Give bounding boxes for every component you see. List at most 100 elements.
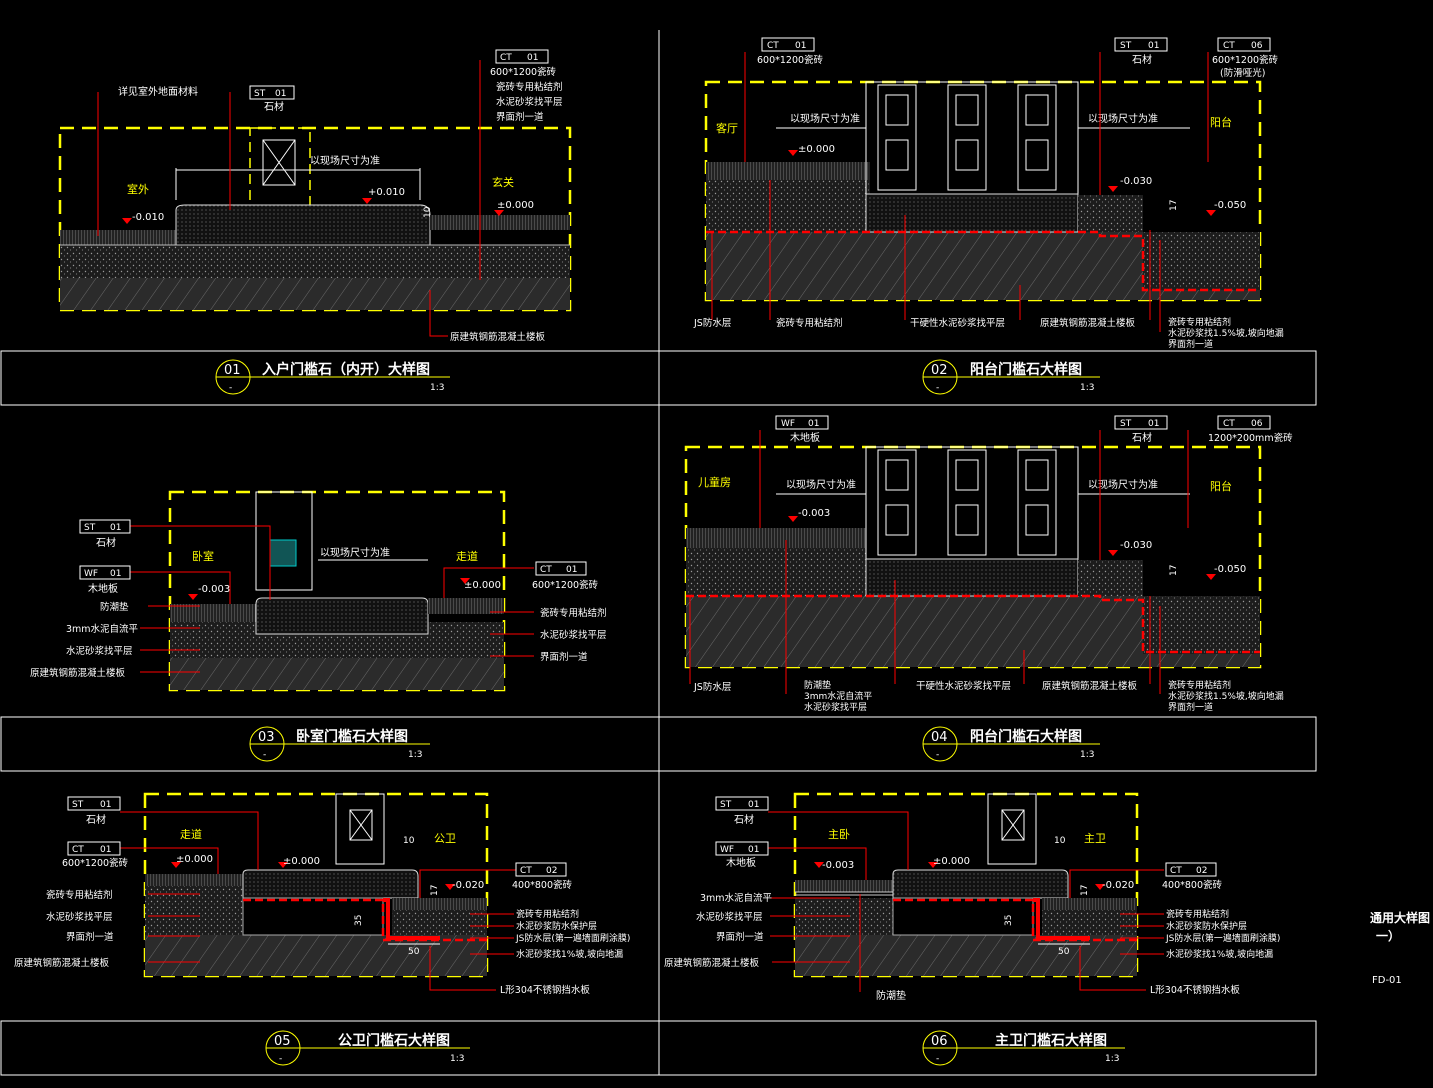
svg-text:01: 01 [110, 569, 121, 579]
detail-03: 以现场尺寸为准 卧室 走道 -0.003 ±0.000 ST 01 石材 WF … [30, 490, 607, 692]
svg-text:ST: ST [1120, 41, 1132, 51]
svg-text:10: 10 [1054, 836, 1066, 846]
svg-text:10: 10 [403, 836, 415, 846]
svg-text:原建筑钢筋混凝土楼板: 原建筑钢筋混凝土楼板 [1042, 680, 1138, 692]
svg-text:L形304不锈钢挡水板: L形304不锈钢挡水板 [1150, 984, 1240, 996]
svg-text:±0.000: ±0.000 [497, 200, 534, 211]
svg-text:原建筑钢筋混凝土楼板: 原建筑钢筋混凝土楼板 [1040, 317, 1136, 329]
svg-text:17: 17 [430, 885, 440, 896]
svg-text:瓷砖专用粘结剂: 瓷砖专用粘结剂 [540, 607, 607, 619]
svg-text:公卫门槛石大样图: 公卫门槛石大样图 [338, 1032, 450, 1049]
svg-text:WF: WF [720, 845, 734, 855]
svg-text:ST: ST [720, 800, 732, 810]
detail-04: 以现场尺寸为准 以现场尺寸为准 17 儿童房 阳台 -0.003 -0.030 … [684, 415, 1293, 713]
svg-text:木地板: 木地板 [88, 582, 118, 595]
svg-text:原建筑钢筋混凝土楼板: 原建筑钢筋混凝土楼板 [450, 331, 546, 343]
detail-05: 10 17 35 50 走道 公卫 ±0.000 ±0.000 -0.020 S… [14, 792, 630, 996]
svg-text:06: 06 [1251, 41, 1263, 51]
svg-text:3mm水泥自流平: 3mm水泥自流平 [700, 892, 773, 904]
svg-text:WF: WF [84, 569, 98, 579]
svg-text:原建筑钢筋混凝土楼板: 原建筑钢筋混凝土楼板 [30, 667, 126, 679]
svg-text:卧室: 卧室 [192, 549, 214, 563]
svg-text:CT: CT [500, 53, 512, 63]
svg-text:阳台门槛石大样图: 阳台门槛石大样图 [970, 728, 1082, 745]
svg-text:01: 01 [224, 363, 241, 378]
svg-text:石材: 石材 [734, 813, 754, 826]
svg-text:以现场尺寸为准: 以现场尺寸为准 [786, 478, 856, 491]
svg-text:01: 01 [100, 845, 111, 855]
svg-text:ST: ST [254, 89, 266, 99]
sheet-title-line2: 一） [1376, 928, 1400, 943]
svg-text:-: - [936, 1054, 939, 1064]
svg-text:01: 01 [110, 523, 121, 533]
svg-text:以现场尺寸为准: 以现场尺寸为准 [790, 112, 860, 125]
svg-text:-0.020: -0.020 [1102, 880, 1134, 891]
svg-text:1:3: 1:3 [408, 750, 422, 760]
svg-text:±0.000: ±0.000 [176, 854, 213, 865]
svg-text:主卧: 主卧 [828, 828, 850, 841]
dim-label: 以现场尺寸为准 [310, 154, 380, 167]
svg-text:瓷砖专用粘结剂: 瓷砖专用粘结剂 [1166, 908, 1229, 920]
svg-text:水泥砂浆找1.5%坡,坡向地漏: 水泥砂浆找1.5%坡,坡向地漏 [1168, 690, 1284, 702]
svg-text:-: - [263, 750, 266, 760]
svg-text:阳台: 阳台 [1210, 479, 1232, 493]
sheet-title-line1: 通用大样图（ [1370, 910, 1433, 925]
title-block-03: 03 - 卧室门槛石大样图 1:3 [249, 726, 430, 762]
svg-text:(防滑哑光): (防滑哑光) [1220, 67, 1265, 79]
svg-text:01: 01 [566, 565, 577, 575]
sheet-code: FD-01 [1372, 975, 1402, 986]
tile-left [60, 230, 180, 245]
svg-text:±0.000: ±0.000 [283, 856, 320, 867]
svg-text:CT: CT [1223, 41, 1235, 51]
svg-text:±0.000: ±0.000 [798, 144, 835, 155]
tile-right [430, 215, 570, 230]
slab [60, 278, 570, 310]
detail-06: 10 17 35 50 主卧 主卫 -0.003 ±0.000 -0.020 S… [664, 792, 1280, 1002]
svg-text:水泥砂浆找平层: 水泥砂浆找平层 [540, 629, 607, 641]
svg-text:界面剂一道: 界面剂一道 [1168, 338, 1213, 350]
svg-text:水泥砂浆找平层: 水泥砂浆找平层 [46, 911, 113, 923]
svg-text:600*1200瓷砖: 600*1200瓷砖 [757, 54, 824, 66]
svg-text:CT: CT [520, 866, 532, 876]
svg-text:04: 04 [931, 730, 948, 745]
svg-text:-: - [936, 750, 939, 760]
mortar-layer [60, 245, 570, 278]
svg-text:01: 01 [100, 800, 111, 810]
svg-text:卧室门槛石大样图: 卧室门槛石大样图 [296, 728, 408, 745]
svg-text:ST: ST [1120, 419, 1132, 429]
svg-text:400*800瓷砖: 400*800瓷砖 [1162, 879, 1223, 891]
svg-text:水泥砂浆找平层: 水泥砂浆找平层 [804, 701, 867, 713]
svg-text:1:3: 1:3 [450, 1054, 464, 1064]
svg-text:木地板: 木地板 [726, 856, 756, 869]
svg-text:界面剂一道: 界面剂一道 [1168, 701, 1213, 713]
svg-text:-0.003: -0.003 [822, 860, 854, 871]
svg-text:01: 01 [1148, 41, 1159, 51]
svg-text:阳台: 阳台 [1210, 115, 1232, 129]
svg-text:L形304不锈钢挡水板: L形304不锈钢挡水板 [500, 984, 590, 996]
detail-02: 以现场尺寸为准 以现场尺寸为准 17 客厅 阳台 ±0.000 -0.030 -… [693, 37, 1284, 350]
svg-text:-0.030: -0.030 [1120, 540, 1152, 551]
svg-text:防潮垫: 防潮垫 [100, 601, 129, 613]
svg-text:1:3: 1:3 [1080, 750, 1094, 760]
svg-text:界面剂一道: 界面剂一道 [66, 931, 114, 943]
svg-text:±0.000: ±0.000 [933, 856, 970, 867]
svg-text:防潮垫: 防潮垫 [876, 989, 906, 1002]
svg-text:01: 01 [748, 800, 759, 810]
svg-text:CT: CT [767, 41, 779, 51]
svg-text:CT: CT [72, 845, 84, 855]
svg-text:-: - [936, 383, 939, 393]
svg-text:界面剂一道: 界面剂一道 [716, 931, 764, 943]
svg-text:01: 01 [1148, 419, 1159, 429]
svg-text:瓷砖专用粘结剂: 瓷砖专用粘结剂 [516, 908, 579, 920]
svg-text:防潮垫: 防潮垫 [804, 679, 831, 691]
svg-text:-0.030: -0.030 [1120, 176, 1152, 187]
svg-text:公卫: 公卫 [434, 832, 456, 845]
title-block-04: 04 - 阳台门槛石大样图 1:3 [922, 726, 1100, 762]
svg-text:50: 50 [1058, 947, 1070, 957]
svg-text:-: - [279, 1054, 282, 1064]
svg-text:10: 10 [423, 206, 433, 218]
svg-text:06: 06 [1251, 419, 1263, 429]
svg-text:3mm水泥自流平: 3mm水泥自流平 [66, 623, 139, 635]
svg-text:界面剂一道: 界面剂一道 [496, 111, 544, 123]
svg-text:02: 02 [931, 363, 948, 378]
